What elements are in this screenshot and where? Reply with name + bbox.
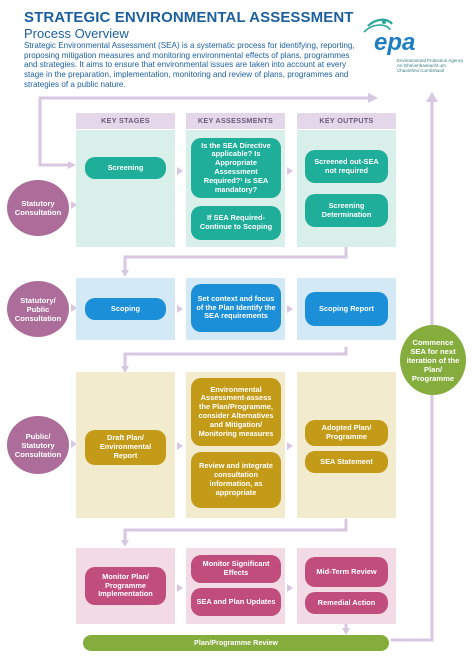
remedial-action-box: Remedial Action xyxy=(305,592,388,614)
screening-output-panel xyxy=(297,130,396,247)
statutory-consultation-circle: Statutory Consultation xyxy=(7,180,69,236)
sea-plan-updates-box: SEA and Plan Updates xyxy=(191,588,281,616)
screening-continue-box: If SEA Required- Continue to Scoping xyxy=(191,206,281,240)
page-subtitle: Process Overview xyxy=(24,26,129,41)
column-header-key-stages: KEY STAGES xyxy=(76,113,175,129)
logo-tagline: Environmental Protection Agency An Ghnío… xyxy=(397,58,464,73)
column-header-key-outputs: KEY OUTPUTS xyxy=(297,113,396,129)
scoping-stage-box: Scoping xyxy=(85,298,166,320)
column-header-key-assessments: KEY ASSESSMENTS xyxy=(186,113,285,129)
commence-next-iteration-circle: Commence SEA for next iteration of the P… xyxy=(400,325,466,395)
mid-term-review-box: Mid-Term Review xyxy=(305,557,388,587)
screening-stage-panel xyxy=(76,130,175,247)
sea-statement-box: SEA Statement xyxy=(305,451,388,473)
screening-questions-box: Is the SEA Directive applicable? Is Appr… xyxy=(191,138,281,198)
statutory-public-consultation-circle: Statutory/ Public Consultation xyxy=(7,281,69,337)
screening-stage-box: Screening xyxy=(85,157,166,179)
monitor-plan-box: Monitor Plan/ Programme Implementation xyxy=(85,567,166,605)
environmental-assessment-box: Environmental Assessment-assess the Plan… xyxy=(191,378,281,446)
logo-wordmark: epa xyxy=(374,29,416,56)
epa-logo-icon xyxy=(363,18,393,33)
plan-programme-review-bar: Plan/Programme Review xyxy=(83,635,389,651)
draft-plan-box: Draft Plan/ Environmental Report xyxy=(85,430,166,465)
public-statutory-consultation-circle: Public/ Statutory Consultation xyxy=(7,416,69,474)
scoping-report-box: Scoping Report xyxy=(305,292,388,326)
screening-determination-box: Screening Determination xyxy=(305,194,388,227)
review-consultation-box: Review and integrate consultation inform… xyxy=(191,452,281,508)
screened-out-box: Screened out-SEA not required xyxy=(305,150,388,183)
page-title: STRATEGIC ENVIRONMENTAL ASSESSMENT xyxy=(24,9,354,26)
intro-paragraph: Strategic Environmental Assessment (SEA)… xyxy=(24,41,355,89)
monitor-effects-box: Monitor Significant Effects xyxy=(191,555,281,583)
scoping-assessment-box: Set context and focus of the Plan Identi… xyxy=(191,284,281,332)
adopted-plan-box: Adopted Plan/ Programme xyxy=(305,420,388,446)
